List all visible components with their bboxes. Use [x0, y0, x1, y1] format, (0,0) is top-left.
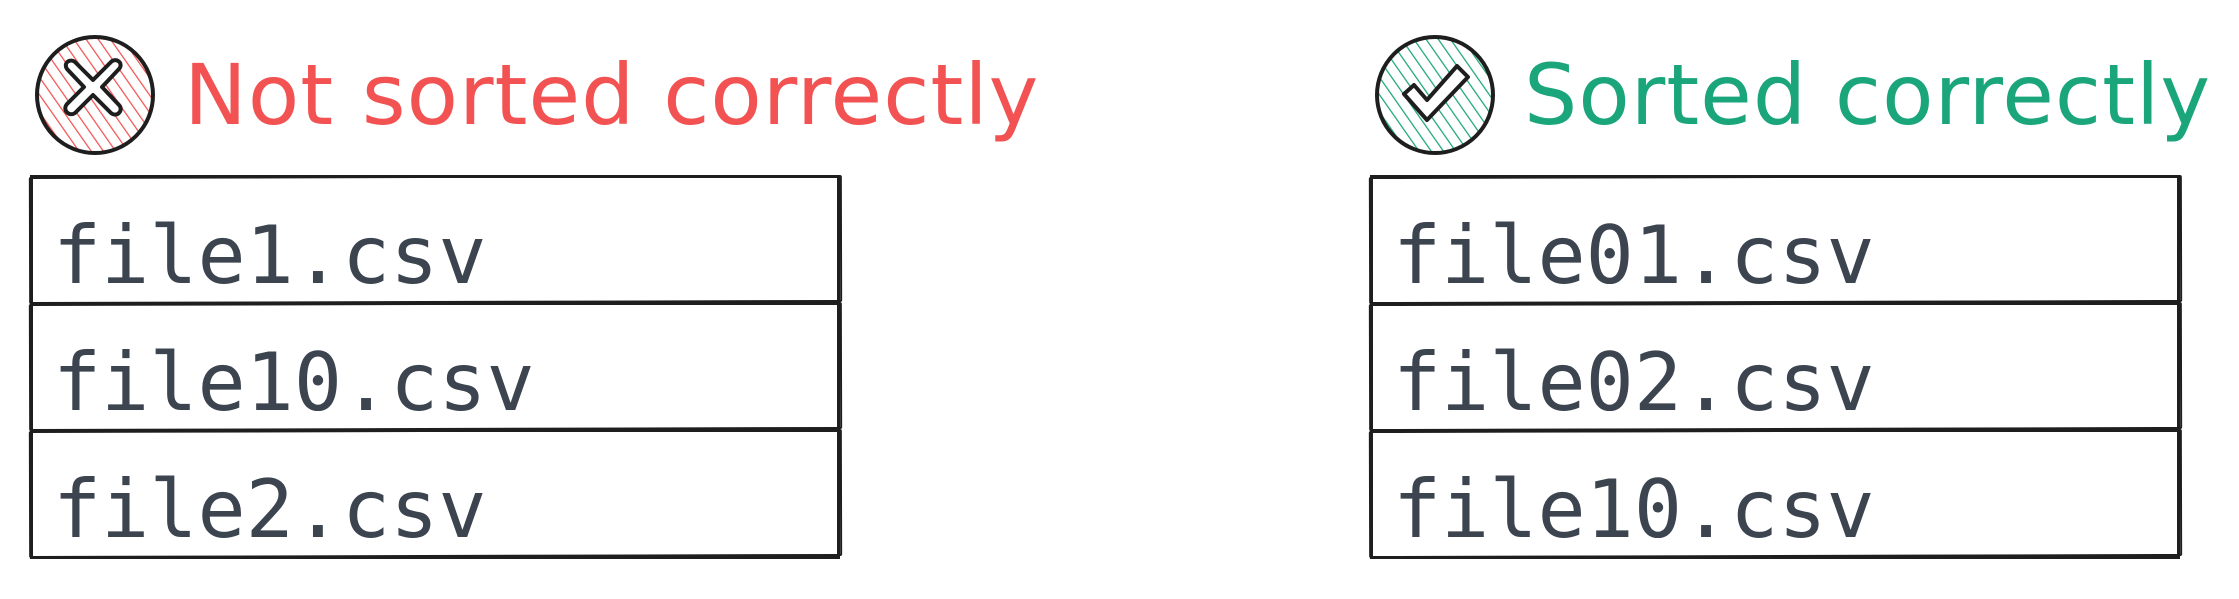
list-item: file01.csv	[1370, 175, 2180, 305]
file-name: file1.csv	[53, 209, 487, 302]
list-item: file1.csv	[30, 175, 840, 305]
incorrect-sort-title: Not sorted correctly	[184, 46, 1040, 144]
check-icon	[1375, 35, 1495, 155]
file-name: file01.csv	[1393, 209, 1875, 302]
cross-icon	[35, 35, 155, 155]
list-item: file10.csv	[1370, 429, 2180, 559]
file-name: file10.csv	[53, 336, 535, 429]
correct-sort-title: Sorted correctly	[1524, 46, 2212, 144]
file-name: file02.csv	[1393, 336, 1875, 429]
incorrect-sort-header: Not sorted correctly	[30, 30, 1039, 160]
list-item: file2.csv	[30, 429, 840, 559]
list-item: file10.csv	[30, 302, 840, 432]
correct-sort-header: Sorted correctly	[1370, 30, 2211, 160]
correct-sort-panel: Sorted correctly file01.csv file02.csv f…	[1340, 0, 2239, 599]
correct-file-list: file01.csv file02.csv file10.csv	[1370, 175, 2180, 559]
file-name: file10.csv	[1393, 463, 1875, 556]
list-item: file02.csv	[1370, 302, 2180, 432]
file-name: file2.csv	[53, 463, 487, 556]
incorrect-sort-panel: Not sorted correctly file1.csv file10.cs…	[0, 0, 1038, 599]
incorrect-file-list: file1.csv file10.csv file2.csv	[30, 175, 840, 559]
